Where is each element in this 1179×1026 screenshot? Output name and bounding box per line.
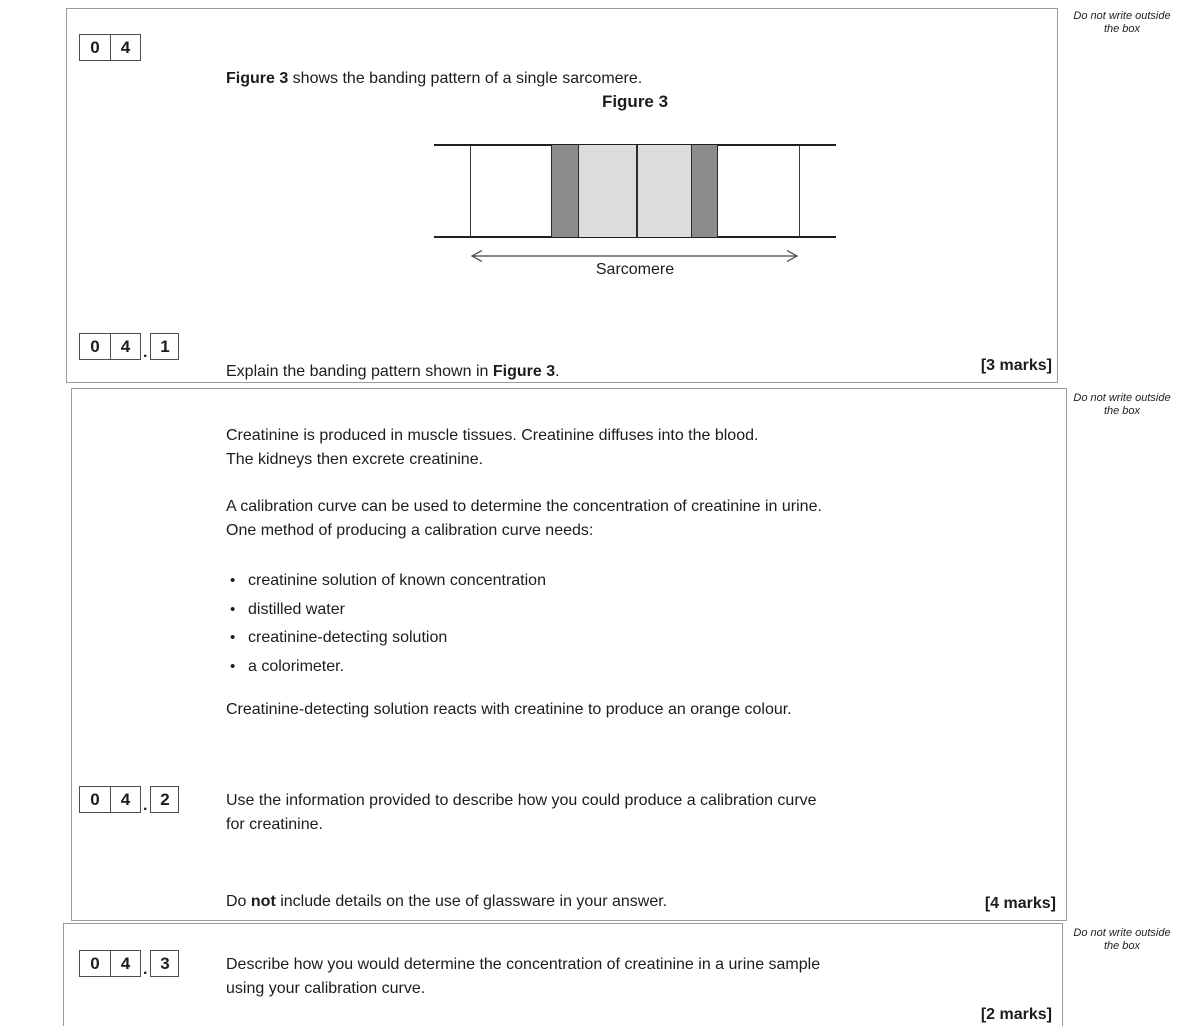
question-subnumber-box: 3 bbox=[150, 950, 180, 977]
note-bold: not bbox=[250, 893, 276, 910]
question-number-box: 0 4 bbox=[79, 786, 141, 813]
sarcomere-diagram bbox=[434, 144, 836, 238]
marks-04-1: [3 marks] bbox=[980, 357, 1052, 374]
z-line-right bbox=[799, 145, 800, 237]
materials-list: creatinine solution of known concentrati… bbox=[226, 567, 546, 681]
question-subnumber-box: 2 bbox=[150, 786, 180, 813]
question-number-box: 0 4 bbox=[79, 950, 141, 977]
list-item: creatinine solution of known concentrati… bbox=[226, 567, 546, 596]
question-number-04-1: 0 4 . 1 bbox=[79, 333, 180, 361]
margin-note-2: Do not write outside the box bbox=[1073, 392, 1171, 417]
question-number-digit: 0 bbox=[90, 789, 100, 809]
dark-band-left bbox=[551, 145, 579, 237]
question-subnumber-digit: 2 bbox=[160, 789, 170, 809]
intro-rest-text: shows the banding pattern of a single sa… bbox=[288, 70, 643, 87]
sarcomere-extent-arrow-icon bbox=[470, 249, 799, 263]
question-number-04: 0 4 bbox=[79, 34, 141, 61]
question-number-digit: 0 bbox=[90, 336, 100, 356]
question-number-digit: 4 bbox=[110, 951, 140, 976]
question-subnumber-digit: 1 bbox=[160, 336, 170, 356]
question-subnumber-box: 1 bbox=[150, 333, 180, 360]
question-04-intro: Figure 3 shows the banding pattern of a … bbox=[226, 43, 642, 91]
myofibril-bottom-line bbox=[434, 236, 836, 238]
question-04-2-text: Use the information provided to describe… bbox=[226, 792, 817, 833]
question-number-dot: . bbox=[143, 797, 148, 814]
note-pre: Do bbox=[226, 893, 251, 910]
question-04-3-text: Describe how you would determine the con… bbox=[226, 956, 821, 997]
dark-band-right bbox=[691, 145, 718, 237]
marks-04-2: [4 marks] bbox=[984, 895, 1056, 912]
list-item: a colorimeter. bbox=[226, 653, 546, 682]
z-line-left bbox=[470, 145, 471, 237]
question-04-1-text: Explain the banding pattern shown in Fig… bbox=[226, 336, 560, 384]
creatinine-paragraph-3: Creatinine-detecting solution reacts wit… bbox=[226, 701, 792, 718]
question-number-04-2: 0 4 . 2 bbox=[79, 786, 180, 814]
question-number-04-3: 0 4 . 3 bbox=[79, 950, 180, 978]
list-item: creatinine-detecting solution bbox=[226, 624, 546, 653]
question-number-dot: . bbox=[143, 344, 148, 361]
figure-title: Figure 3 bbox=[601, 92, 669, 111]
light-band-right bbox=[638, 145, 691, 237]
question-number-digit: 4 bbox=[110, 334, 140, 359]
question-box-04-2: Creatinine is produced in muscle tissues… bbox=[71, 388, 1067, 921]
list-item: distilled water bbox=[226, 596, 546, 625]
note-post: include details on the use of glassware … bbox=[275, 893, 668, 910]
question-number-digit: 4 bbox=[110, 35, 140, 60]
question-number-box: 0 4 bbox=[79, 333, 141, 360]
question-text-pre: Explain the banding pattern shown in bbox=[226, 363, 493, 380]
creatinine-paragraph-2: A calibration curve can be used to deter… bbox=[226, 498, 822, 539]
figure-3-block: Figure 3 Sarcomere bbox=[434, 91, 836, 286]
creatinine-paragraph-1: Creatinine is produced in muscle tissues… bbox=[226, 427, 759, 468]
question-text-bold: Figure 3 bbox=[492, 363, 556, 380]
margin-note-3: Do not write outside the box bbox=[1073, 927, 1171, 952]
margin-note-1: Do not write outside the box bbox=[1073, 10, 1171, 35]
question-subnumber-digit: 3 bbox=[160, 953, 170, 973]
question-text-post: . bbox=[555, 363, 560, 380]
intro-bold-text: Figure 3 bbox=[226, 70, 289, 87]
question-box-04: 0 4 Figure 3 shows the banding pattern o… bbox=[66, 8, 1058, 383]
question-number-box: 0 4 bbox=[79, 34, 141, 61]
question-number-digit: 0 bbox=[90, 953, 100, 973]
m-line bbox=[636, 145, 638, 237]
question-04-2-note: Do not include details on the use of gla… bbox=[226, 866, 667, 914]
marks-04-3: [2 marks] bbox=[980, 1006, 1052, 1023]
light-band-left bbox=[579, 145, 636, 237]
sarcomere-label: Sarcomere bbox=[595, 261, 675, 278]
question-number-digit: 4 bbox=[110, 787, 140, 812]
question-box-04-3: 0 4 . 3 Describe how you would determine… bbox=[63, 923, 1063, 1026]
question-number-digit: 0 bbox=[90, 37, 100, 57]
question-number-dot: . bbox=[143, 961, 148, 978]
